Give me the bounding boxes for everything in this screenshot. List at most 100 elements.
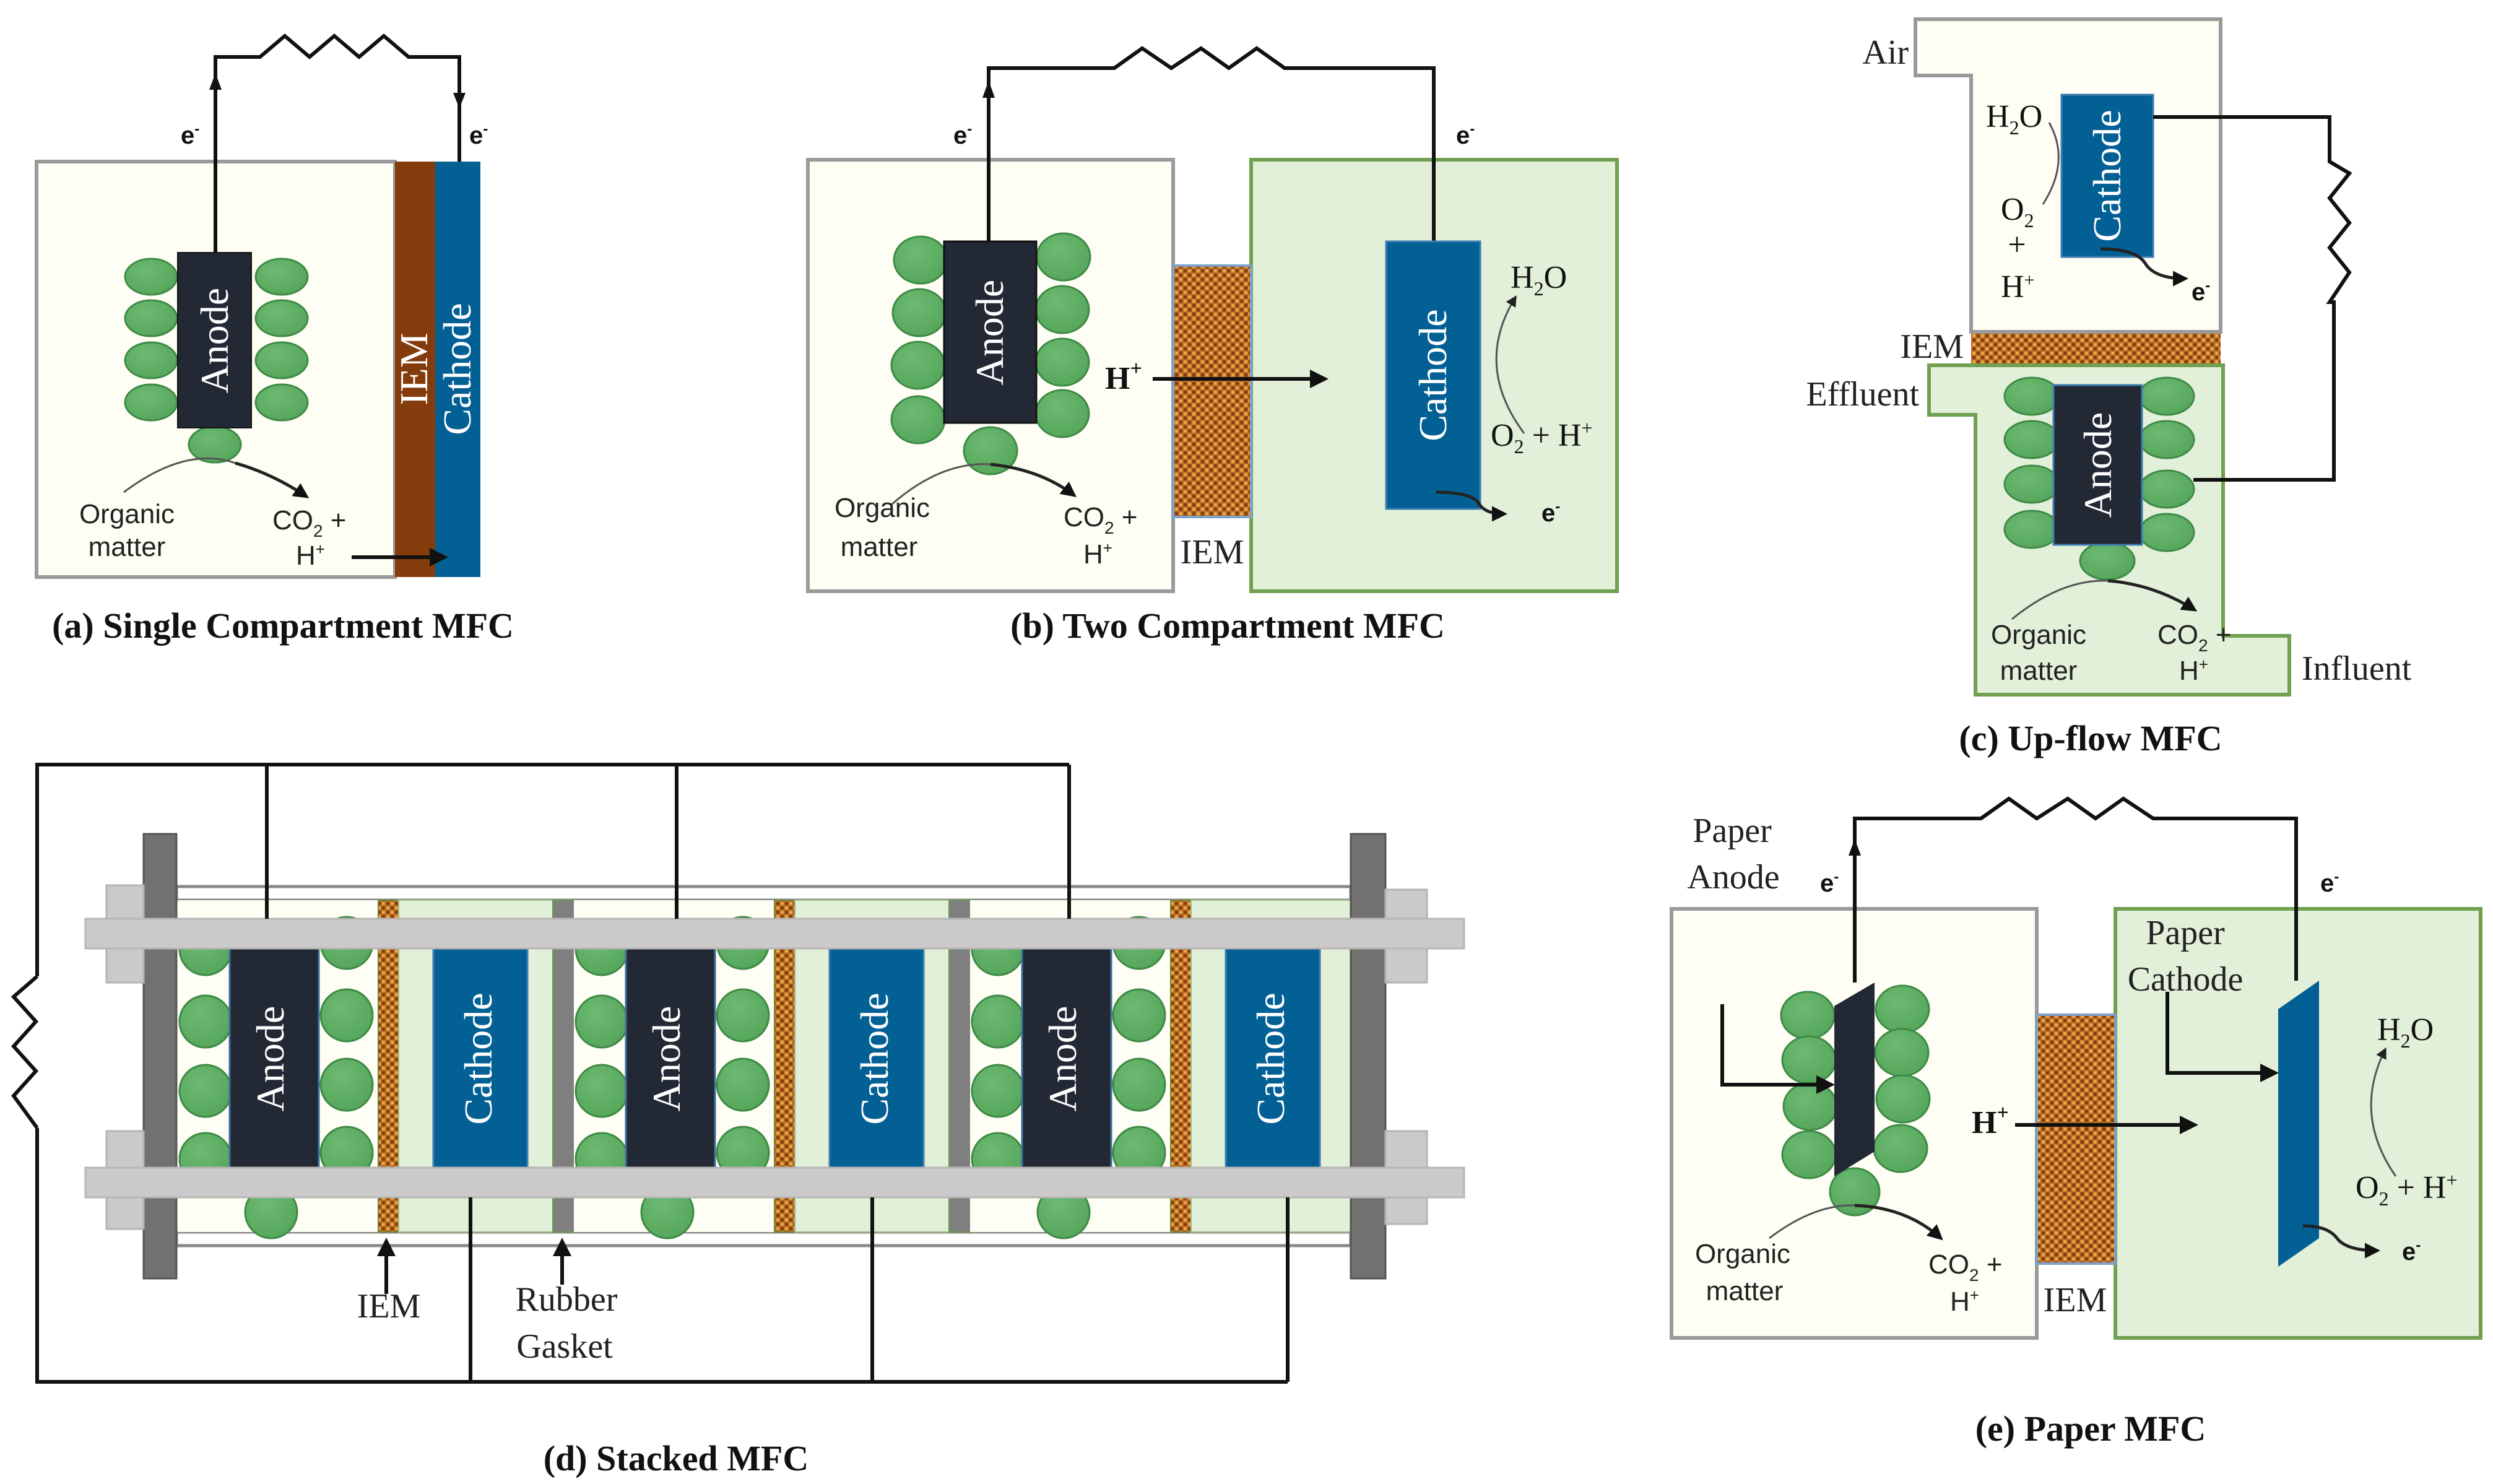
organic-matter-label-2: matter bbox=[2000, 656, 2078, 686]
co2-arrow bbox=[990, 462, 1077, 498]
bacteria-cell bbox=[319, 988, 374, 1043]
end-plate-left bbox=[142, 833, 178, 1280]
electron-out-label: e- bbox=[1541, 498, 1560, 527]
co2-label: CO2 + bbox=[1064, 502, 1138, 537]
bacteria-cluster bbox=[2003, 376, 2195, 581]
reduction-arc bbox=[2370, 1047, 2397, 1177]
bacteria-cell bbox=[178, 1064, 233, 1118]
anode-label: Anode bbox=[2076, 412, 2120, 518]
electron-label-cathode: e- bbox=[469, 121, 488, 149]
anode-electrode bbox=[228, 947, 320, 1169]
organic-oxidation-arc bbox=[891, 463, 991, 506]
panel-c-upflow: Air IEM Effluent Influent Cathode Anode … bbox=[1806, 17, 2412, 758]
proton-label-2: H+ bbox=[1950, 1286, 1979, 1317]
electron-label-anode: e- bbox=[953, 121, 972, 149]
anode-label: Anode bbox=[248, 1006, 292, 1112]
feed-arrow-anode bbox=[1720, 1004, 1835, 1094]
proton-label: H+ bbox=[1972, 1101, 2009, 1140]
effluent-label: Effluent bbox=[1806, 375, 1920, 414]
proton-label: H+ bbox=[1105, 357, 1142, 396]
caption-e: (e) Paper MFC bbox=[1975, 1408, 2206, 1449]
oxygen-proton-label: O2 + H+ bbox=[2356, 1169, 2458, 1210]
organic-oxidation-arc bbox=[1769, 1204, 1855, 1239]
iem-label: IEM bbox=[1900, 328, 1964, 366]
oxygen-label: O2 bbox=[2001, 192, 2034, 232]
co2-arrow bbox=[1854, 1204, 1943, 1241]
cathode-label: Cathode bbox=[1411, 309, 1455, 441]
external-circuit-wire bbox=[35, 763, 1069, 976]
bottom-rail bbox=[175, 1230, 1353, 1248]
anode-electrode bbox=[943, 240, 1038, 424]
gasket-label-2: Gasket bbox=[516, 1327, 613, 1366]
paper-anode-label-1: Paper bbox=[1693, 812, 1772, 850]
electron-arrow-up-icon bbox=[982, 80, 995, 98]
anode-electrode bbox=[625, 947, 716, 1169]
stack-wires bbox=[265, 765, 1290, 1382]
electron-out-label: e- bbox=[2192, 277, 2210, 306]
iem-membrane bbox=[2036, 1013, 2117, 1265]
paper-cathode-label-2: Cathode bbox=[2128, 960, 2244, 999]
anode-electrode bbox=[2052, 384, 2143, 546]
proton-label: H+ bbox=[296, 540, 325, 571]
organic-matter-label-2: matter bbox=[1706, 1276, 1784, 1306]
cathode-label: Cathode bbox=[852, 992, 896, 1124]
resistor-icon bbox=[11, 974, 39, 1129]
cathode-electrode bbox=[828, 947, 925, 1169]
caption-c: (c) Up-flow MFC bbox=[1959, 718, 2222, 758]
co2-arrow bbox=[235, 461, 310, 498]
paper-anode-label-2: Anode bbox=[1687, 858, 1779, 896]
electron-arrow-down-icon bbox=[453, 93, 466, 108]
iem-membrane bbox=[1971, 334, 2221, 363]
co2-label: CO2 + bbox=[1928, 1249, 2003, 1285]
proton-label-2: H+ bbox=[2179, 655, 2208, 686]
iem-membrane bbox=[1172, 264, 1252, 518]
bacteria-cell bbox=[1112, 1057, 1166, 1112]
iem-label: IEM bbox=[357, 1287, 421, 1326]
water-label: H2O bbox=[2377, 1012, 2434, 1052]
organic-matter-label: Organic bbox=[835, 493, 930, 523]
bacteria-cell bbox=[574, 1064, 629, 1118]
anode-electrode bbox=[177, 252, 252, 428]
panel-a-single-compartment: IEM Cathode e- e- Anode Organic matter C… bbox=[35, 33, 514, 646]
caption-b: (b) Two Compartment MFC bbox=[1010, 605, 1445, 646]
water-label: H2O bbox=[1986, 99, 2042, 139]
bacteria-cell bbox=[971, 994, 1025, 1049]
tie-rod-top bbox=[84, 918, 1465, 950]
cathode-electrode bbox=[435, 162, 480, 577]
organic-matter-label: Organic bbox=[1695, 1239, 1790, 1269]
co2-label: CO2 + bbox=[272, 505, 347, 540]
external-circuit-wire bbox=[987, 46, 1436, 241]
caption-a: (a) Single Compartment MFC bbox=[52, 605, 514, 646]
anode-label: Anode bbox=[968, 280, 1012, 386]
iem-label: IEM bbox=[2044, 1281, 2107, 1319]
iem-label: IEM bbox=[392, 332, 436, 405]
proton-label-2: H+ bbox=[1083, 539, 1112, 570]
water-label: H2O bbox=[1511, 260, 1567, 300]
feed-arrow-cathode bbox=[2166, 992, 2279, 1082]
iem-label: IEM bbox=[1181, 533, 1244, 571]
end-plate-right bbox=[1350, 833, 1387, 1280]
electron-label-cathode: e- bbox=[1456, 121, 1475, 149]
plus-label: + bbox=[2008, 227, 2026, 263]
electron-arrow-up-icon bbox=[209, 73, 222, 90]
bacteria-cluster bbox=[890, 232, 1091, 475]
gasket-label-1: Rubber bbox=[516, 1280, 618, 1319]
bacteria-cell bbox=[319, 1057, 374, 1112]
organic-matter-label: Organic bbox=[1991, 620, 2086, 650]
electron-out-label: e- bbox=[2402, 1237, 2421, 1265]
bacteria-cell bbox=[574, 994, 629, 1049]
cathode-label: Cathode bbox=[2085, 110, 2129, 241]
air-label: Air bbox=[1862, 33, 1909, 72]
bacteria-cell bbox=[716, 988, 770, 1043]
anode-label: Anode bbox=[1041, 1006, 1085, 1112]
co2-arrow bbox=[2107, 579, 2198, 612]
electron-release-arrow bbox=[2100, 247, 2188, 287]
electron-arrow-up-icon bbox=[1849, 839, 1861, 856]
cathode-electrode bbox=[2060, 93, 2154, 258]
paper-anode-electrode bbox=[1834, 983, 1875, 1176]
panel-b-two-compartment: IEM e- e- Anode Cathode H+ Organic matte… bbox=[806, 46, 1619, 646]
bacteria-cell bbox=[716, 1057, 770, 1112]
electron-release-arrow bbox=[1436, 490, 1507, 522]
